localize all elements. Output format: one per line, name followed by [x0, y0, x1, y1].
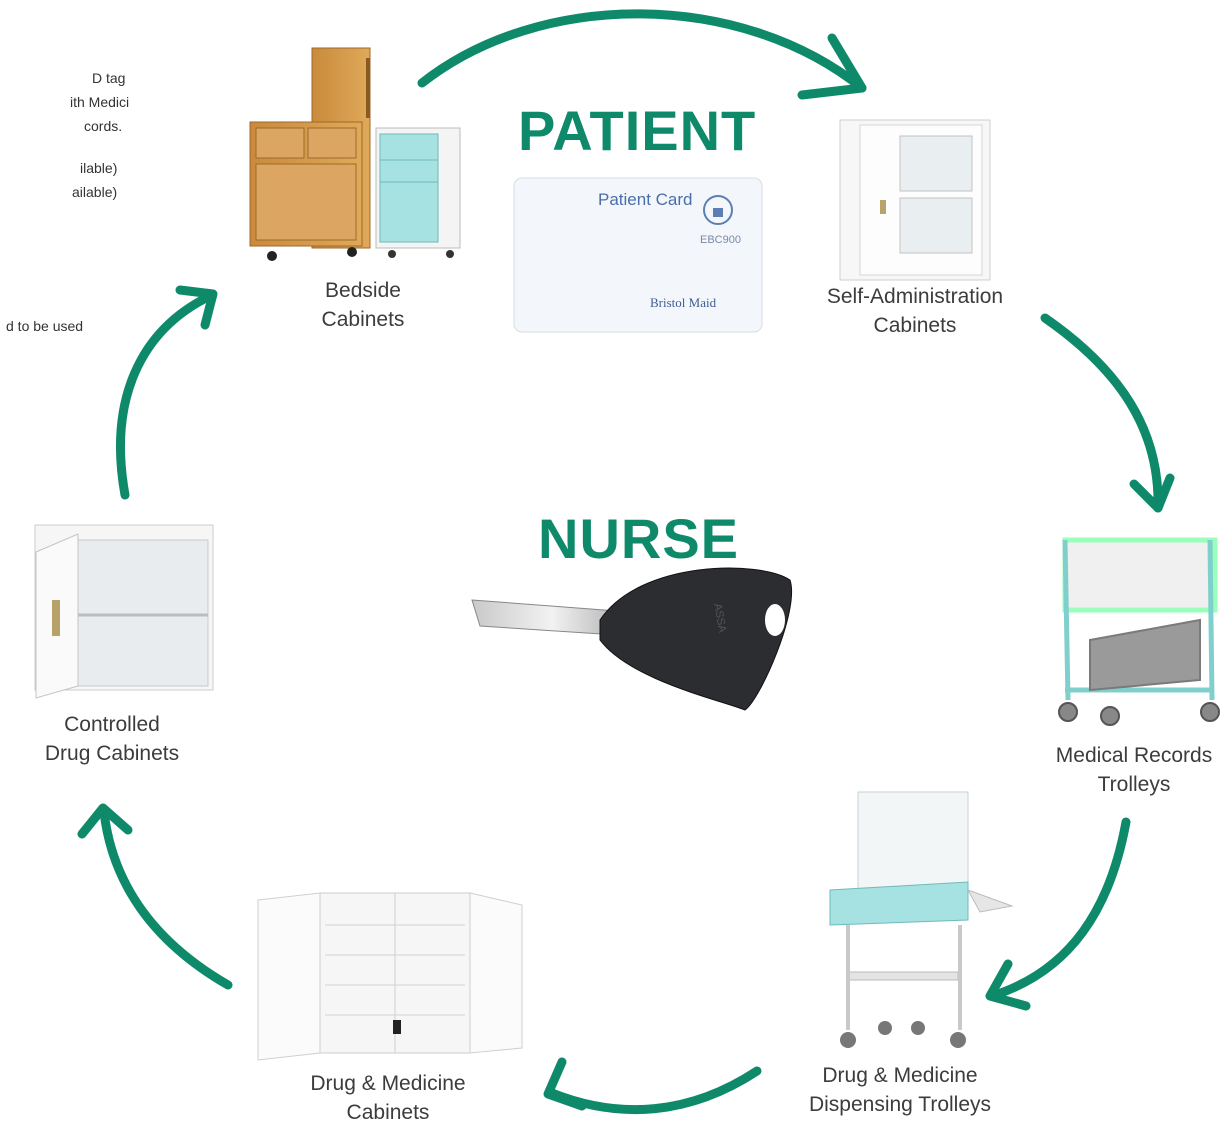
arrow-selfadmin-to-records	[1040, 313, 1175, 513]
patient-card-brand: Bristol Maid	[650, 295, 717, 310]
controlled-drug-cabinet-image	[34, 524, 214, 699]
node-self-administration-cabinets: Self-Administration Cabinets	[790, 282, 1040, 340]
node-medical-records-trolleys: Medical Records Trolleys	[1040, 741, 1228, 799]
node-label-line: Self-Administration	[826, 285, 1004, 308]
node-dispensing-trolleys: Drug & Medicine Dispensing Trolleys	[785, 1061, 1015, 1119]
patient-card-image	[513, 177, 763, 333]
node-label-line: Medical Records	[1055, 744, 1213, 767]
drug-medicine-cabinet-image	[257, 892, 523, 1061]
node-label-line: Cabinets	[346, 1101, 430, 1124]
node-label-line: Controlled	[64, 713, 160, 736]
self-administration-cabinet-image	[839, 119, 991, 281]
clipped-line: ailable)	[72, 184, 118, 200]
node-label-line: Trolleys	[1097, 773, 1171, 796]
clipped-line: ith Medicines	[70, 94, 130, 110]
heading-patient: PATIENT	[518, 99, 757, 162]
bedside-cabinets-image	[249, 47, 461, 261]
clipped-side-text: s D tag ith Medicines cords. ilable) ail…	[0, 0, 130, 340]
node-label-line: Dispensing Trolleys	[808, 1093, 992, 1116]
arrow-controlled-to-bedside	[116, 285, 218, 500]
node-label-line: Cabinets	[321, 308, 405, 331]
medical-records-trolley-image	[1058, 537, 1220, 726]
clipped-line: cords.	[84, 118, 123, 134]
clipped-line: ilable)	[80, 160, 118, 176]
node-label-line: Bedside	[325, 279, 401, 302]
node-bedside-cabinets: Bedside Cabinets	[263, 276, 463, 334]
arrow-records-to-dispensing	[985, 817, 1131, 1011]
patient-card-title: Patient Card	[598, 190, 693, 209]
node-label-line: Drug & Medicine	[310, 1072, 466, 1095]
nurse-key-fob-image	[471, 567, 792, 711]
dispensing-trolley-image	[829, 791, 1014, 1048]
node-label-line: Drug Cabinets	[44, 742, 180, 765]
arrow-bedside-to-selfadmin	[417, 9, 867, 100]
arrow-dispensing-to-cabinets	[543, 1057, 762, 1115]
heading-nurse: NURSE	[538, 507, 740, 570]
clipped-line: D tag	[92, 70, 126, 86]
node-label-line: Drug & Medicine	[822, 1064, 978, 1087]
node-drug-medicine-cabinets: Drug & Medicine Cabinets	[278, 1069, 498, 1127]
arrow-cabinets-to-controlled	[77, 803, 233, 990]
node-label-line: Cabinets	[873, 314, 957, 337]
patient-card-code: EBC900	[700, 234, 741, 246]
clipped-line: d to be used	[6, 318, 84, 334]
node-controlled-drug-cabinets: Controlled Drug Cabinets	[12, 710, 212, 768]
